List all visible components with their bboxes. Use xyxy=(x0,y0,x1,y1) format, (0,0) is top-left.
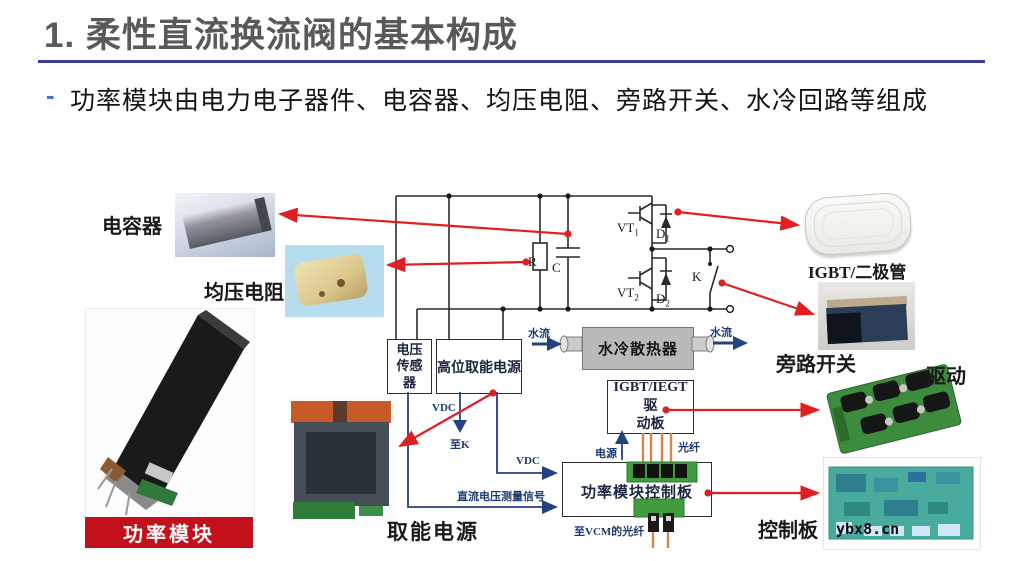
driver-board-image xyxy=(826,364,962,454)
voltage-sensor-line2: 传感 xyxy=(396,358,423,374)
d1-label: D1 xyxy=(656,226,670,244)
bypass-switch-label: 旁路开关 xyxy=(776,354,856,376)
voltage-sensor-line3: 器 xyxy=(402,374,416,390)
energy-supply-body xyxy=(294,422,389,506)
terminal-circles xyxy=(725,244,735,314)
resistor-detail xyxy=(319,291,325,297)
resistor-photo xyxy=(285,245,384,317)
resistor-detail xyxy=(337,279,345,287)
power-label: 电源 xyxy=(595,448,617,460)
c-label: C xyxy=(552,260,561,275)
power-module-label: 功率模块 xyxy=(123,524,215,546)
watermark: ybx8.cn xyxy=(836,520,900,538)
energy-supply-label: 取能电源 xyxy=(387,520,479,544)
control-board-photo xyxy=(823,457,981,550)
water-flow-right-label: 水流 xyxy=(710,327,732,339)
to-k-label: 至K xyxy=(450,439,470,451)
voltage-sensor-line1: 电压 xyxy=(396,342,423,358)
vt2-label: VT2 xyxy=(617,285,639,303)
igbt-driver-board-box: IGBT/IEGT驱 动板 xyxy=(607,380,694,434)
vt1-label: VT1 xyxy=(617,220,639,238)
fiber-label: 光纤 xyxy=(678,442,700,454)
driver-label: 驱动 xyxy=(926,366,966,388)
capacitor-image xyxy=(182,196,272,250)
driver-board-photo xyxy=(820,364,968,454)
page-title: 1. 柔性直流换流阀的基本构成 xyxy=(44,16,518,55)
energy-supply-pcb2 xyxy=(359,506,383,516)
module-control-label: 功率模块控制板 xyxy=(580,485,693,501)
r-label: R xyxy=(528,254,537,269)
power-module-caption-bar: 功率模块 xyxy=(85,517,253,548)
control-board-image xyxy=(828,466,974,540)
title-divider xyxy=(38,60,985,63)
water-flow-left-label: 水流 xyxy=(528,328,550,340)
vdc-right-label: VDC xyxy=(516,455,540,467)
bypass-image xyxy=(826,303,908,345)
junction-dots xyxy=(446,193,713,312)
capacitor-photo xyxy=(175,193,275,257)
igbt-photo xyxy=(800,191,916,258)
energy-supply-image xyxy=(291,401,391,423)
power-module-photo xyxy=(85,308,255,519)
igbt-image xyxy=(803,191,913,257)
capacitor-label: 电容器 xyxy=(102,216,162,238)
igbt-diode-label: IGBT/二极管 xyxy=(808,263,907,282)
circuit-wires xyxy=(395,195,727,339)
bullet-text: 功率模块由电力电子器件、电容器、均压电阻、旁路开关、水冷回路等组成 xyxy=(70,87,929,115)
voltage-sensor-box: 电压 传感 器 xyxy=(387,339,432,394)
module-control-board-box: 功率模块控制板 xyxy=(562,462,712,517)
energy-supply-pcb xyxy=(293,502,355,519)
control-board-label: 控制板 xyxy=(758,520,818,542)
dc-measure-label: 直流电压测量信号 xyxy=(457,491,545,503)
bullet-marker: - xyxy=(46,80,55,110)
d2-label: D2 xyxy=(656,291,670,309)
power-module-image xyxy=(97,310,250,516)
resistor-image xyxy=(292,252,370,308)
energy-supply-photo xyxy=(287,394,397,527)
high-side-supply-label: 高位取能电源 xyxy=(437,360,521,376)
vdc-down-label: VDC xyxy=(432,402,456,414)
igbt-driver-line2: 动板 xyxy=(636,417,665,433)
water-radiator-label: 水冷散热器 xyxy=(597,342,678,358)
resistor-label: 均压电阻 xyxy=(204,282,284,304)
to-vcm-fiber-label: 至VCM的光纤 xyxy=(574,526,645,538)
high-side-supply-box: 高位取能电源 xyxy=(436,339,522,394)
bypass-switch-photo xyxy=(818,282,915,350)
water-radiator-box: 水冷散热器 xyxy=(582,327,694,370)
igbt-driver-line1: IGBT/IEGT驱 xyxy=(613,379,688,414)
k-label: K xyxy=(692,269,702,284)
